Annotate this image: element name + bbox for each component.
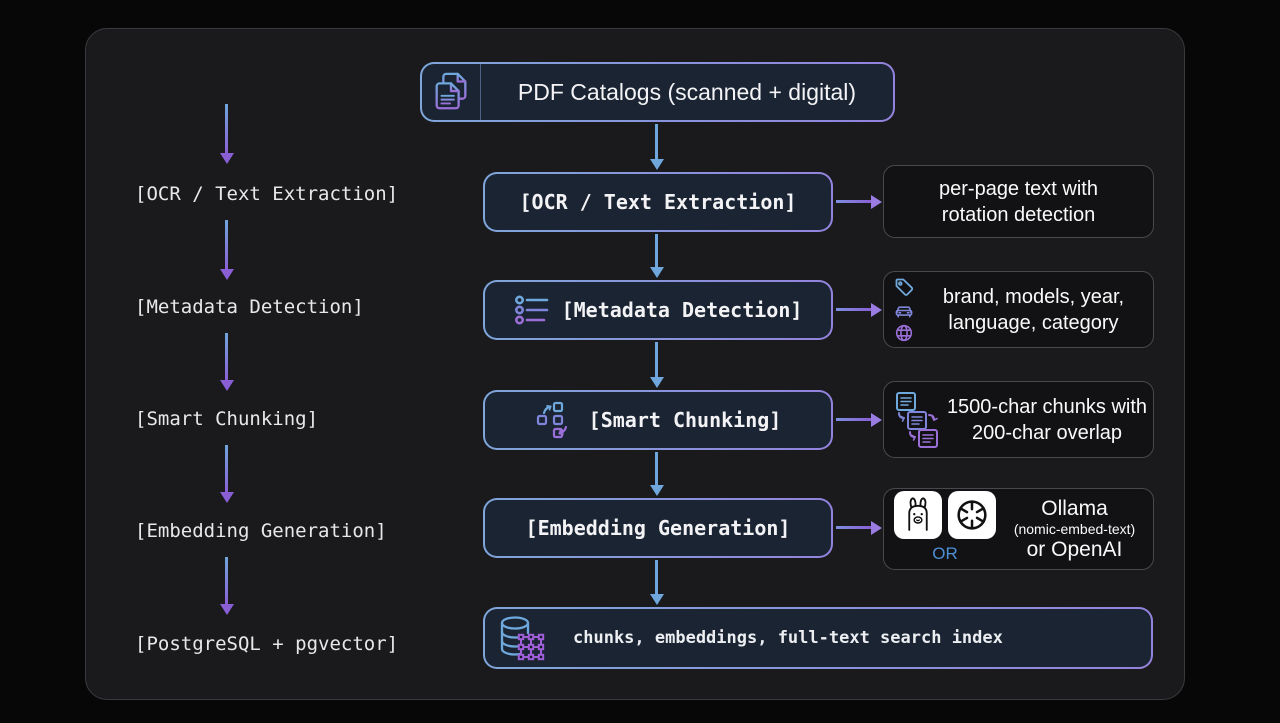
right-arrow [836,526,872,529]
down-arrow [655,342,658,378]
down-arrow [655,124,658,160]
stage-box-metadata: [Metadata Detection] [483,280,833,340]
stage-label: [OCR / Text Extraction] [519,190,797,214]
annotation-chunking-result: 1500-char chunks with 200-char overlap [883,381,1154,458]
annotation-line: 1500-char chunks with [946,395,1148,418]
annotation-metadata-result: brand, models, year, language, category [883,271,1154,348]
annotation-embedding-providers: OR Ollama (nomic-embed-text) or OpenAI [883,488,1154,570]
provider-subtitle: (nomic-embed-text) [1013,520,1136,537]
annotation-line: rotation detection [941,203,1096,226]
right-arrow [836,308,872,311]
chunks-icon [535,399,575,441]
annotation-line: brand, models, year, [942,285,1125,308]
source-label: PDF Catalogs (scanned + digital) [517,78,857,105]
storage-box: chunks, embeddings, full-text search ind… [483,607,1153,669]
right-arrow [836,200,872,203]
stage-label: [Metadata Detection] [561,298,803,322]
down-arrow [655,560,658,595]
diagram-panel [85,28,1185,700]
stage-box-embedding: [Embedding Generation] [483,498,833,558]
left-label-chunking: [Smart Chunking] [135,408,319,430]
left-label-metadata: [Metadata Detection] [135,296,364,318]
database-icon [497,614,547,662]
stage-box-ocr: [OCR / Text Extraction] [483,172,833,232]
down-arrow [655,452,658,486]
overlap-docs-icon [891,390,941,450]
left-label-embedding: [Embedding Generation] [135,520,387,542]
annotation-line: per-page text with [939,177,1098,200]
down-arrow [225,445,228,493]
provider-title: Ollama [1041,496,1108,520]
stage-label: [Embedding Generation] [525,516,791,540]
down-arrow [225,333,228,381]
car-icon [894,300,914,320]
or-label: OR [932,544,958,563]
down-arrow [655,234,658,268]
down-arrow [225,104,228,154]
annotation-ocr-result: per-page text with rotation detection [883,165,1154,238]
annotation-line: 200-char overlap [971,421,1123,444]
openai-icon [948,491,996,539]
down-arrow [225,220,228,270]
stage-box-chunking: [Smart Chunking] [483,390,833,450]
documents-icon [422,64,481,120]
source-box: PDF Catalogs (scanned + digital) [420,62,895,122]
left-label-postgres: [PostgreSQL + pgvector] [135,633,399,655]
globe-icon [894,323,914,343]
right-arrow [836,418,872,421]
down-arrow [225,557,228,605]
storage-label: chunks, embeddings, full-text search ind… [573,628,1003,648]
left-label-ocr: [OCR / Text Extraction] [135,183,399,205]
provider-alt: or OpenAI [1026,537,1123,561]
tag-icon [894,277,914,297]
list-icon [514,293,550,327]
ollama-icon [894,491,942,539]
stage-label: [Smart Chunking] [588,408,782,432]
annotation-line: language, category [948,311,1119,334]
